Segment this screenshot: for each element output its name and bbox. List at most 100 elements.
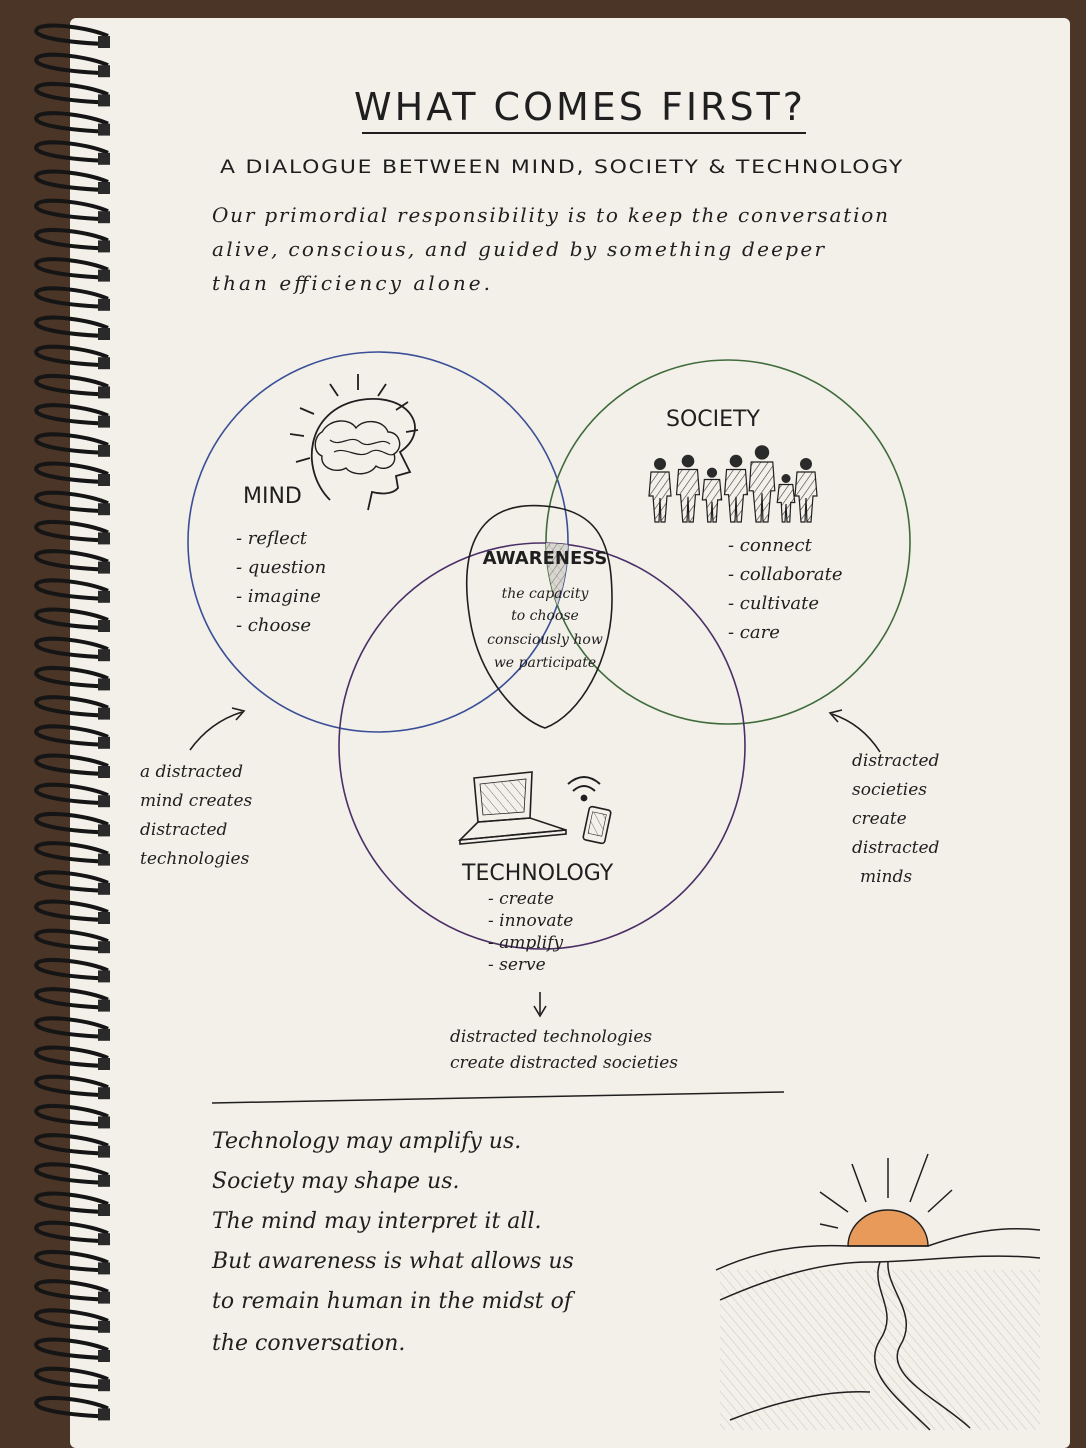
binding-hole	[98, 1058, 110, 1070]
right-note: minds	[860, 867, 912, 887]
spiral-ring	[34, 1279, 109, 1302]
spiral-ring	[34, 636, 109, 660]
mind-item: - question	[236, 557, 326, 578]
spiral-ring	[34, 1104, 109, 1127]
spiral-ring	[34, 520, 109, 543]
spiral-ring	[34, 344, 109, 368]
society-circle	[545, 359, 911, 725]
binding-hole	[98, 503, 110, 516]
arrow-icon	[533, 992, 547, 1018]
binding-hole	[98, 1145, 110, 1158]
spiral-ring	[34, 1133, 109, 1156]
binding-hole	[98, 182, 110, 194]
left-note: technologies	[140, 849, 250, 869]
technology-item: - innovate	[488, 911, 573, 931]
technology-item: - amplify	[488, 933, 563, 953]
binding-hole	[98, 474, 110, 486]
spiral-ring	[34, 1337, 109, 1360]
binding-hole	[98, 415, 110, 428]
society-item: - cultivate	[728, 593, 819, 614]
head-brain-icon	[289, 374, 419, 511]
spiral-ring	[34, 111, 109, 134]
left-note: distracted	[140, 820, 228, 840]
mind-item: - choose	[236, 615, 311, 636]
person-figure	[701, 467, 723, 523]
binding-hole	[98, 882, 110, 895]
right-note: distracted	[852, 751, 940, 771]
spiral-ring	[34, 1016, 109, 1039]
mind-item: - imagine	[236, 586, 321, 607]
binding-hole	[98, 1262, 110, 1275]
spiral-ring	[34, 1191, 109, 1214]
binding-hole	[98, 152, 110, 165]
spiral-ring	[34, 870, 109, 893]
mind-item: - reflect	[236, 528, 308, 549]
spiral-ring	[34, 1250, 109, 1273]
technology-item: - create	[488, 889, 554, 909]
binding-hole	[98, 853, 110, 866]
subtitle: A DIALOGUE BETWEEN MIND, SOCIETY & TECHN…	[220, 156, 904, 178]
binding-hole	[98, 532, 110, 545]
spiral-ring	[34, 1074, 109, 1098]
bottom-note: distracted technologies	[450, 1027, 652, 1047]
spiral-ring	[34, 899, 109, 922]
phone-icon	[582, 805, 612, 845]
section-divider	[211, 1091, 785, 1104]
arrow-icon	[828, 709, 881, 753]
society-item: - care	[728, 622, 780, 643]
mind-label: MIND	[243, 484, 302, 509]
spiral-ring	[34, 1366, 109, 1390]
intro-line: alive, conscious, and guided by somethin…	[212, 237, 825, 261]
society-item: - connect	[728, 535, 813, 556]
binding-hole	[98, 941, 110, 954]
spiral-ring	[34, 315, 109, 338]
binding-hole	[98, 386, 110, 399]
spiral-ring	[34, 578, 109, 601]
awareness-line: we participate	[494, 655, 596, 671]
spiral-ring	[34, 403, 109, 426]
binding-hole	[98, 970, 110, 983]
spiral-ring	[34, 782, 109, 806]
binding-hole	[98, 298, 110, 311]
spiral-ring	[34, 228, 109, 251]
right-note: societies	[852, 780, 927, 800]
binding-hole	[98, 211, 110, 224]
binding-hole	[98, 1087, 110, 1100]
mind-circle	[187, 351, 569, 733]
spiral-ring	[34, 841, 109, 864]
binding-hole	[98, 620, 110, 632]
binding-hole	[98, 1233, 110, 1246]
binding-hole	[98, 678, 110, 691]
binding-hole	[98, 1379, 110, 1392]
binding-hole	[98, 65, 110, 78]
binding-hole	[98, 736, 110, 749]
person-figure	[748, 445, 776, 523]
sunrise-landscape-icon	[715, 1153, 1041, 1431]
binding-hole	[98, 269, 110, 282]
wifi-icon	[567, 776, 601, 802]
laptop-icon	[457, 771, 567, 845]
spiral-ring	[34, 490, 109, 514]
spiral-ring	[34, 52, 109, 76]
spiral-ring	[34, 198, 109, 222]
spiral-ring	[34, 82, 109, 105]
spiral-ring	[34, 607, 109, 630]
binding-hole	[98, 707, 110, 720]
binding-hole	[98, 1028, 110, 1041]
spiral-ring	[34, 724, 109, 747]
binding-hole	[98, 357, 110, 370]
person-figure	[648, 458, 672, 523]
spiral-ring	[34, 257, 109, 280]
awareness-line: consciously how	[487, 632, 603, 648]
binding-hole	[98, 999, 110, 1012]
spiral-ring	[34, 1045, 109, 1068]
spiral-ring	[34, 812, 109, 835]
spiral-ring	[34, 1396, 109, 1419]
binding-hole	[98, 123, 110, 136]
arrow-icon	[189, 707, 246, 751]
closing-line: Society may shape us.	[212, 1169, 459, 1194]
binding-hole	[98, 1204, 110, 1216]
spiral-ring	[34, 1308, 109, 1331]
closing-line: the conversation.	[212, 1331, 405, 1356]
